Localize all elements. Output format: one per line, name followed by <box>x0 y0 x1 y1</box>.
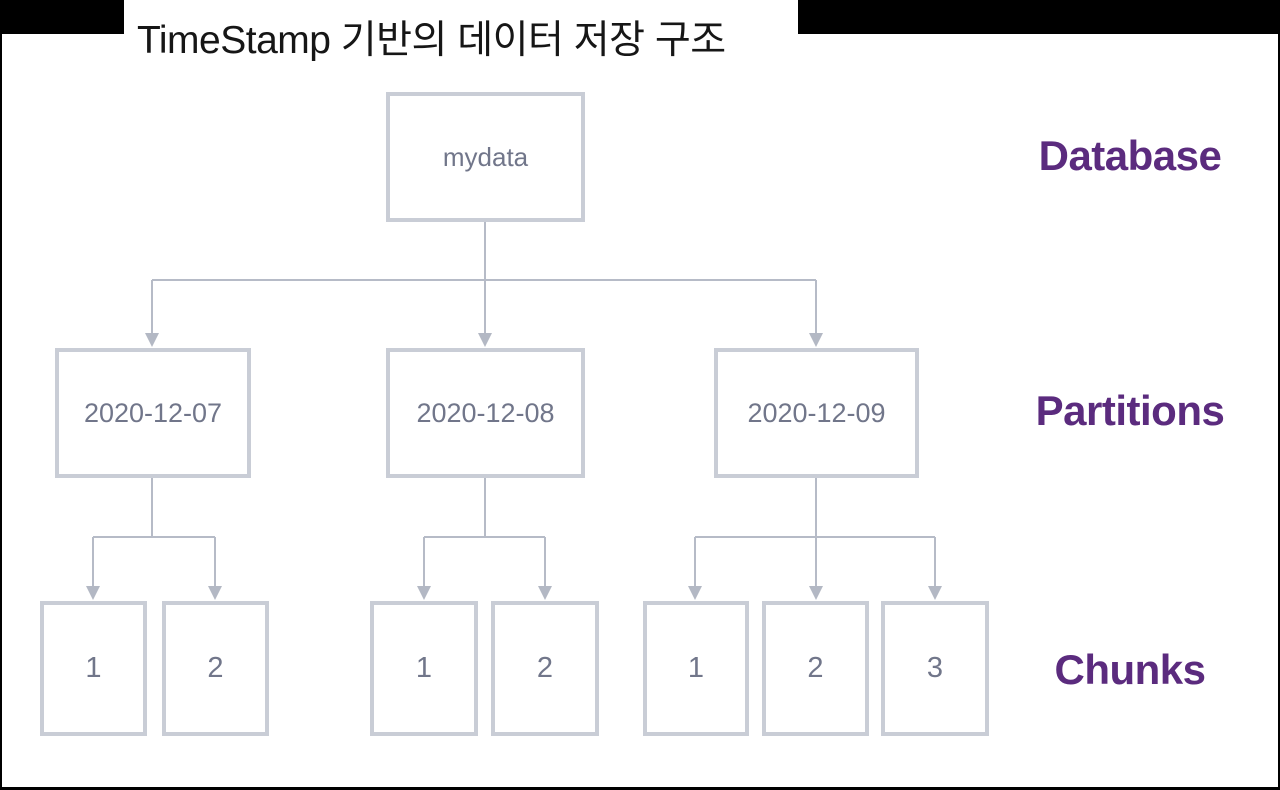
arrowhead-icons <box>86 333 942 600</box>
partition-node: 2020-12-08 <box>386 348 585 478</box>
chunk-node-label: 1 <box>85 652 102 684</box>
partition-node: 2020-12-09 <box>714 348 919 478</box>
chunk-node: 1 <box>643 601 749 736</box>
chunk-node: 2 <box>162 601 269 736</box>
frame-edge-bottom <box>0 787 1280 790</box>
frame-edge-left <box>0 34 2 790</box>
database-node: mydata <box>386 92 585 222</box>
level-label-database: Database <box>1038 132 1222 179</box>
partition-node: 2020-12-07 <box>55 348 251 478</box>
chunk-node-label: 2 <box>807 652 824 684</box>
frame-edge-right <box>1278 34 1280 790</box>
level-label-partitions: Partitions <box>1035 387 1225 434</box>
chunk-node: 2 <box>762 601 869 736</box>
letterbox-top-right <box>798 0 1280 34</box>
partition-node-label: 2020-12-07 <box>83 397 223 428</box>
letterbox-top-left <box>0 0 124 34</box>
level-label-chunks: Chunks <box>1054 646 1206 693</box>
chunk-node: 2 <box>491 601 599 736</box>
chunk-node: 3 <box>881 601 989 736</box>
diagram-title: TimeStamp 기반의 데이터 저장 구조 <box>137 19 726 62</box>
chunk-node-label: 2 <box>536 652 554 684</box>
chunk-node-label: 1 <box>687 652 705 684</box>
chunk-node-label: 1 <box>415 652 433 684</box>
chunk-node: 1 <box>40 601 147 736</box>
chunk-node: 1 <box>370 601 478 736</box>
database-node-label: mydata <box>442 141 529 172</box>
partition-node-label: 2020-12-08 <box>416 397 555 428</box>
chunk-node-label: 2 <box>207 652 224 684</box>
partition-node-label: 2020-12-09 <box>747 397 886 428</box>
chunk-node-label: 3 <box>926 652 944 684</box>
